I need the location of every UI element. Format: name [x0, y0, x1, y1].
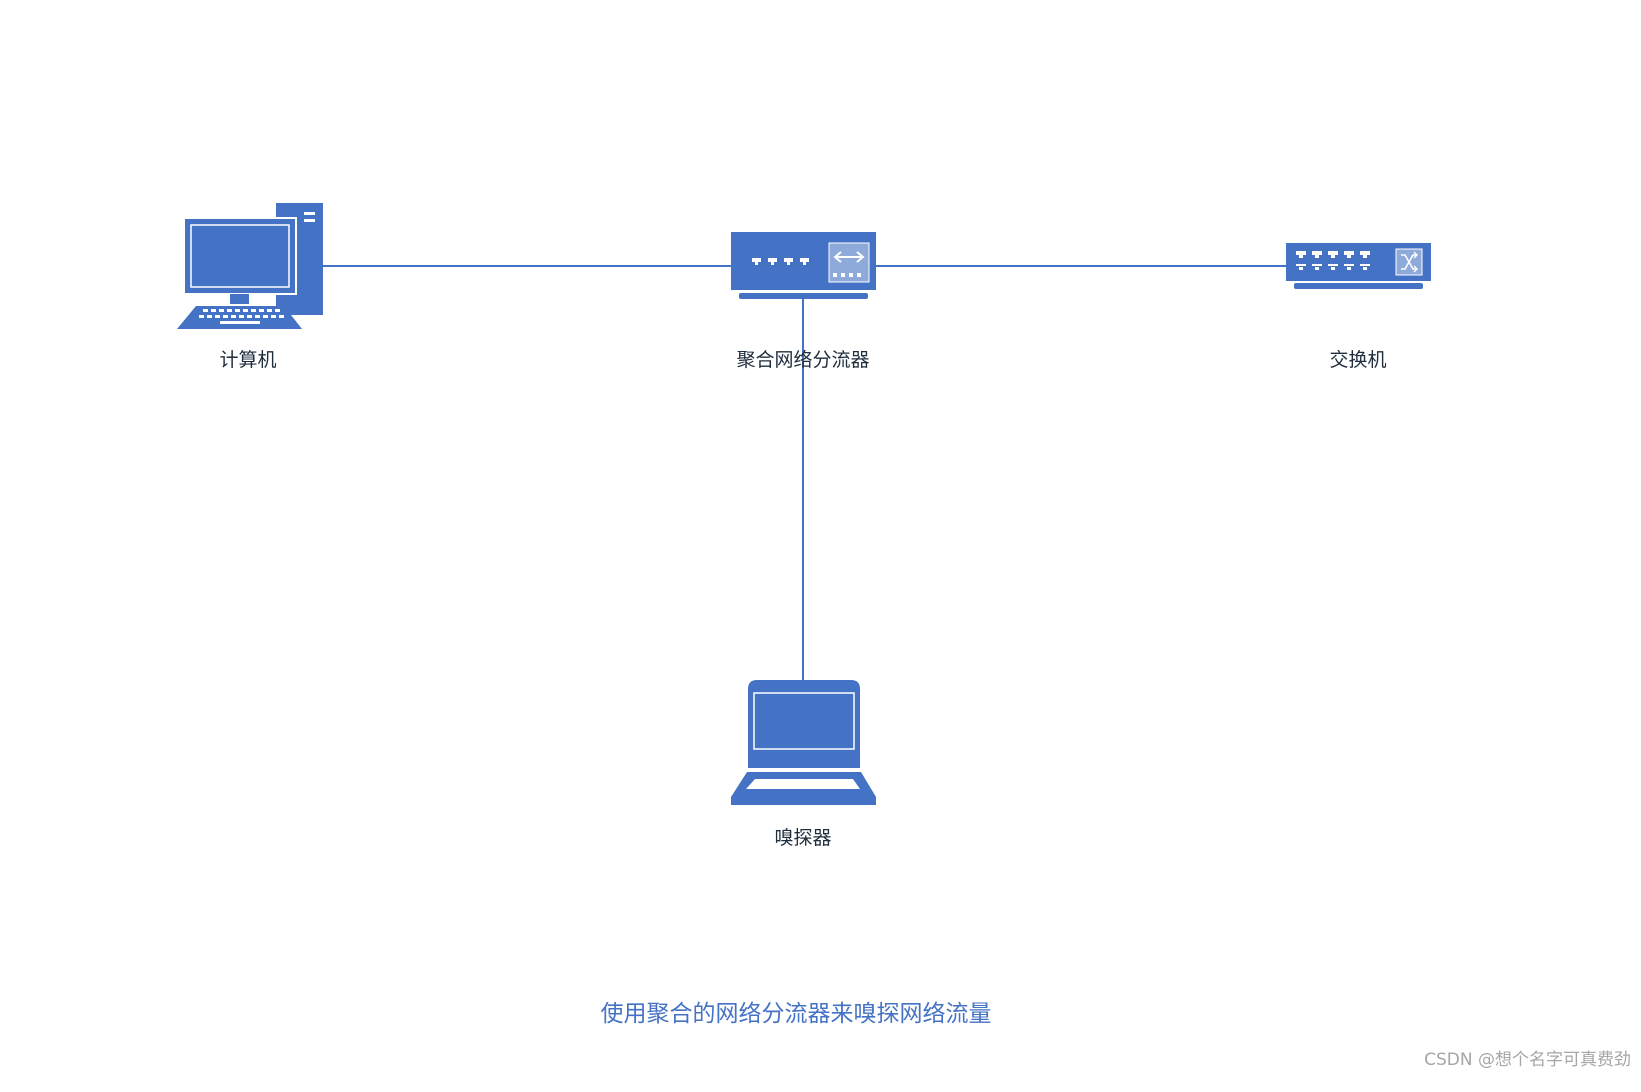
network-tap-icon [731, 232, 876, 299]
node-label-sniffer: 嗅探器 [774, 827, 832, 849]
network-switch-icon [1286, 243, 1431, 289]
laptop-icon [731, 680, 876, 805]
desktop-computer-icon [177, 203, 323, 329]
watermark: CSDN @想个名字可真费劲 [1424, 1050, 1631, 1070]
node-label-switch: 交换机 [1329, 349, 1387, 371]
node-label-computer: 计算机 [219, 349, 277, 371]
diagram-caption: 使用聚合的网络分流器来嗅探网络流量 [600, 1001, 992, 1027]
node-label-tap: 聚合网络分流器 [736, 349, 870, 371]
